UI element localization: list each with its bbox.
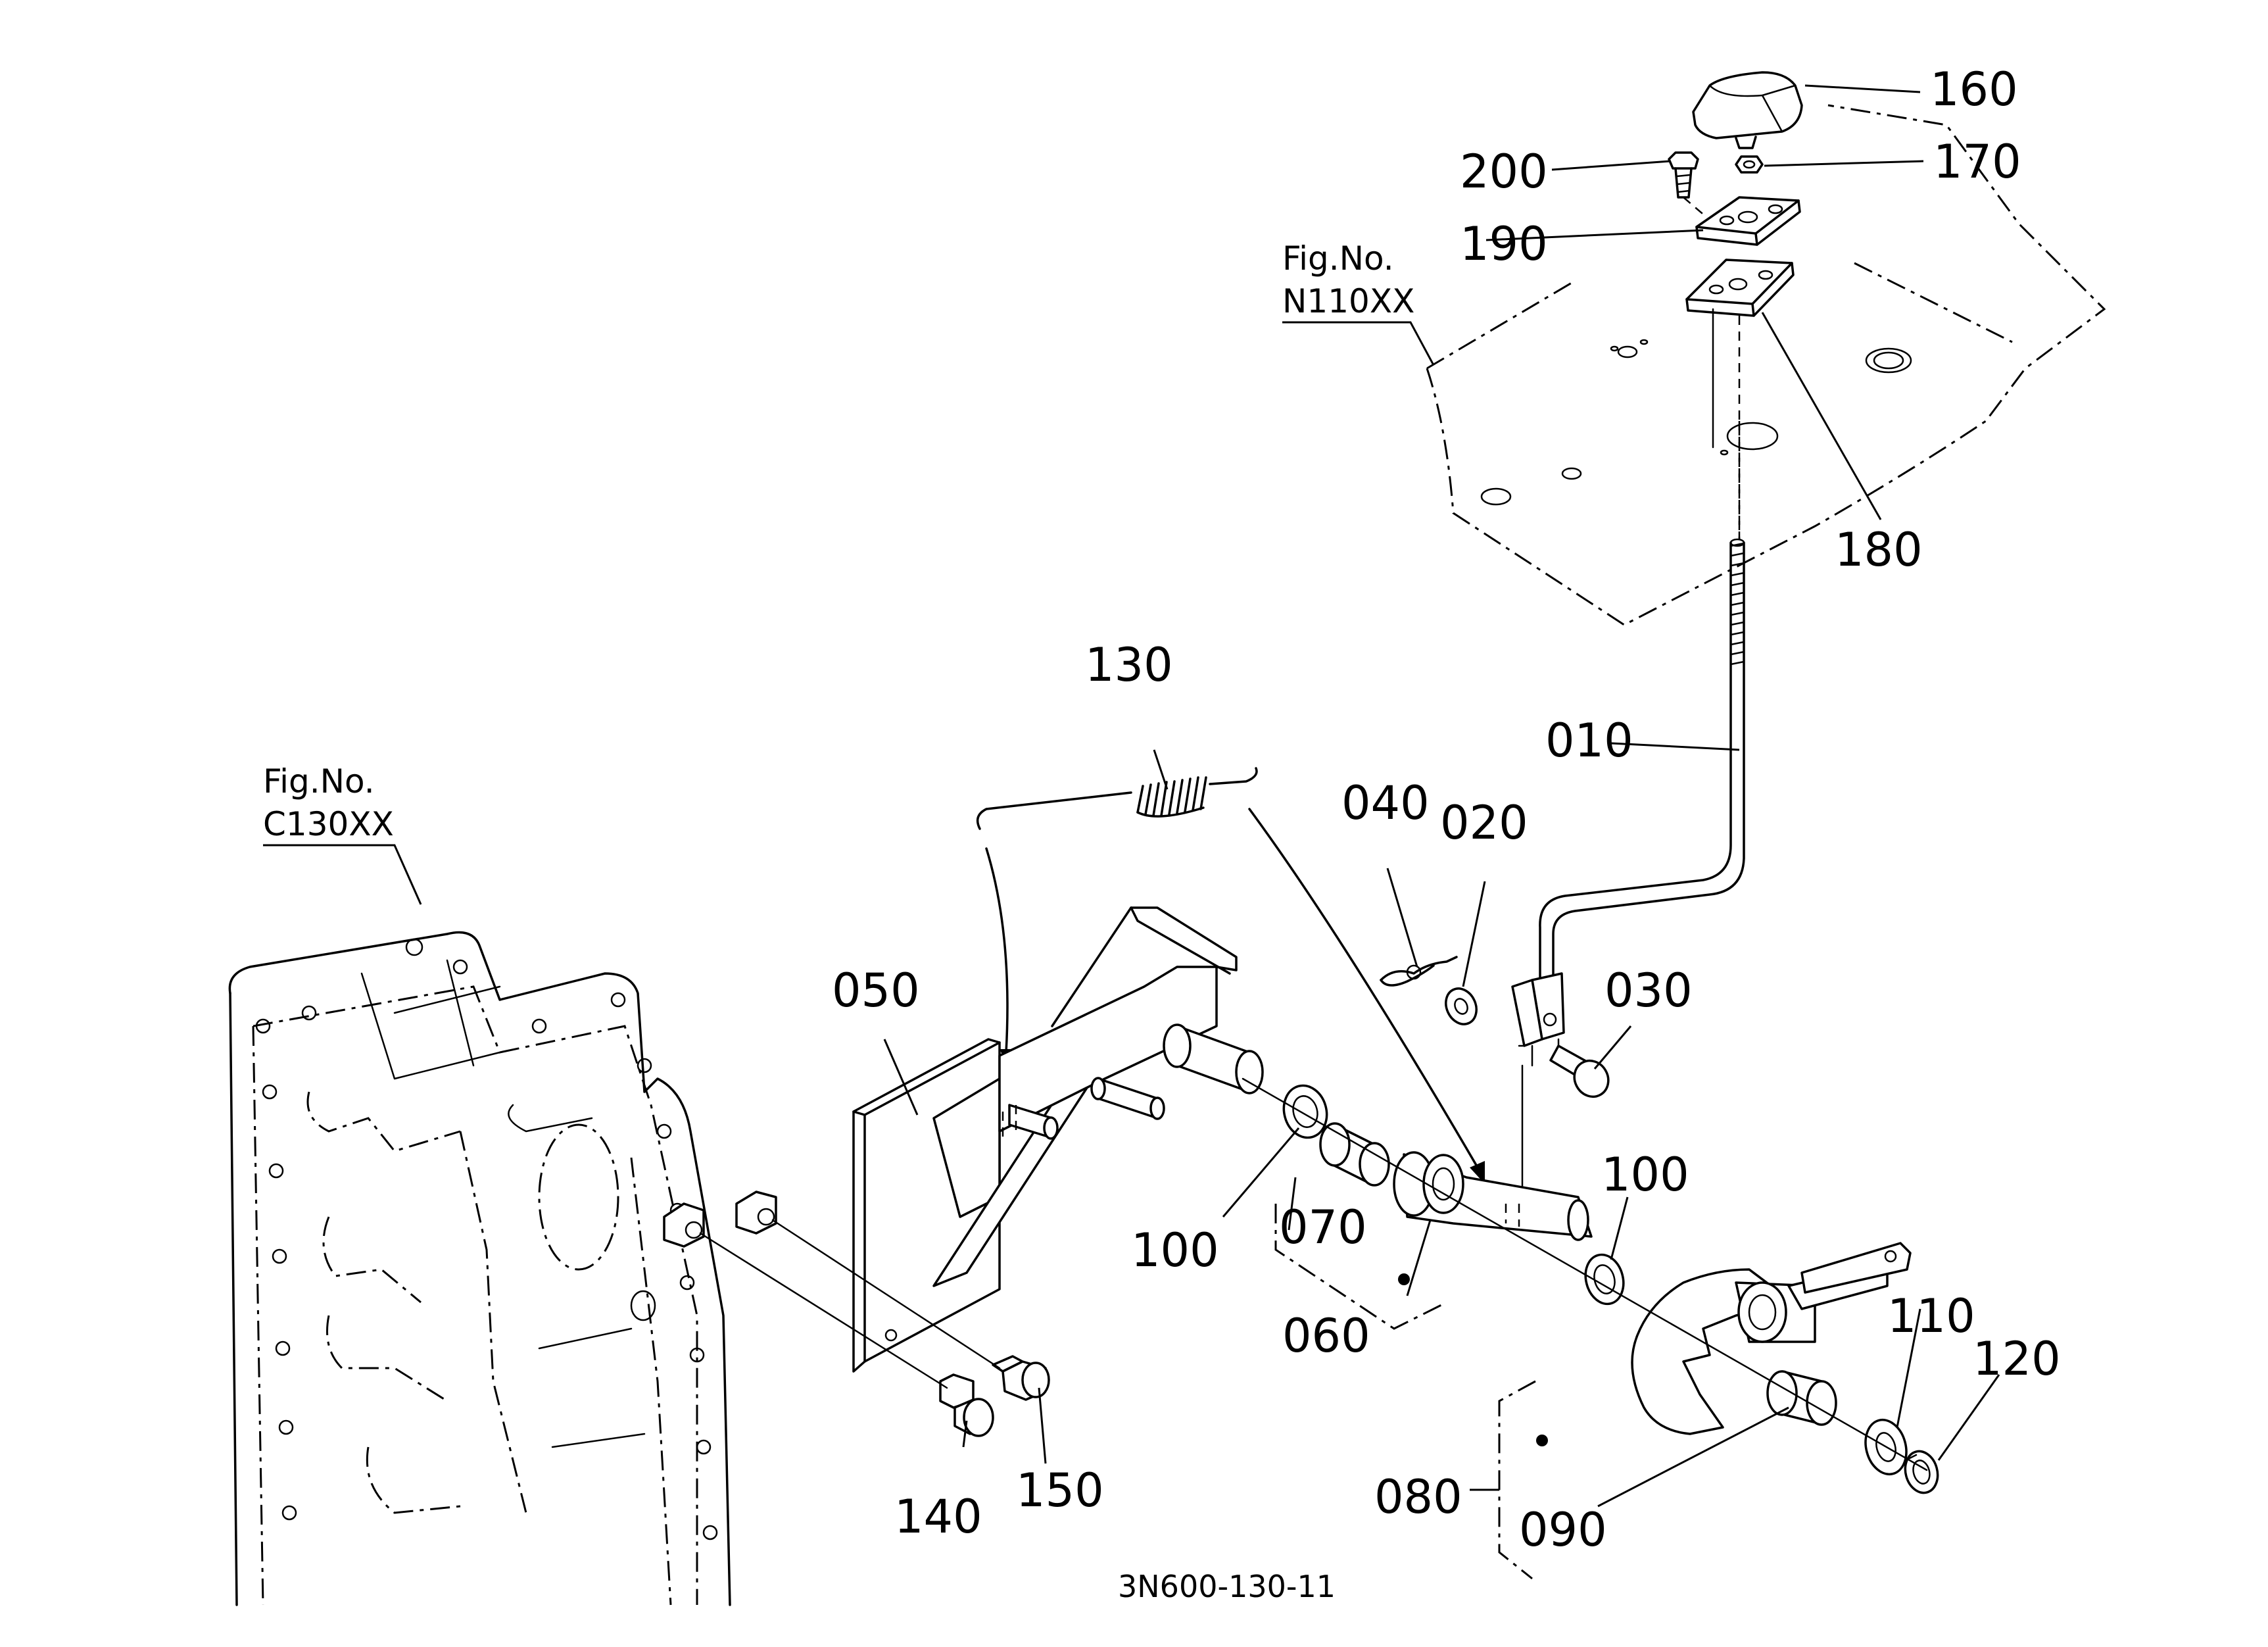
part-label-150: 150 <box>1016 1463 1104 1517</box>
part-label-200: 200 <box>1460 145 1548 199</box>
part-label-110: 110 <box>1887 1289 1975 1343</box>
group-060-bracket <box>1274 1204 1447 1330</box>
figure-ref-c130-marks <box>263 844 422 905</box>
part-label-070: 070 <box>1279 1200 1367 1254</box>
bracket-050 <box>852 906 1264 1373</box>
bushing-070 <box>1319 1122 1390 1187</box>
group-080-bracket <box>1498 1380 1536 1580</box>
cam-080 <box>1631 1242 1912 1435</box>
rod-010 <box>1539 538 1745 981</box>
bolt-200 <box>1668 151 1707 218</box>
arm-060 <box>1393 1151 1593 1241</box>
part-label-010: 010 <box>1545 714 1633 768</box>
floor-plate-outline <box>1426 104 2106 626</box>
plate-190 <box>1695 196 1801 246</box>
figure-ref-n110-line1: Fig.No. <box>1282 239 1394 278</box>
part-label-140: 140 <box>894 1490 982 1544</box>
part-label-120: 120 <box>1973 1332 2061 1386</box>
spring-130 <box>976 767 1258 830</box>
part-label-020: 020 <box>1440 796 1528 850</box>
figure-ref-n110-line2: N110XX <box>1282 282 1414 320</box>
part-label-090: 090 <box>1519 1503 1607 1557</box>
figure-ref-c130-line1: Fig.No. <box>263 762 375 800</box>
figure-ref-n110-marks <box>1282 321 1435 366</box>
nut-170 <box>1735 155 1764 174</box>
bolt-150 <box>992 1355 1050 1401</box>
part-label-080: 080 <box>1374 1470 1462 1524</box>
spring-arrow-right <box>1248 808 1481 1172</box>
leader-lines <box>883 84 2000 1508</box>
part-label-100a: 100 <box>1131 1223 1219 1277</box>
transmission-housing <box>228 931 1001 1606</box>
part-label-190: 190 <box>1460 217 1548 271</box>
part-label-060: 060 <box>1282 1309 1370 1363</box>
part-label-170: 170 <box>1933 135 2021 189</box>
knob-160 <box>1692 71 1803 149</box>
part-label-160: 160 <box>1930 62 2018 116</box>
part-label-100b: 100 <box>1601 1148 1689 1202</box>
bolt-140 <box>939 1373 994 1437</box>
spring-arrow-left <box>985 847 1009 1054</box>
figure-ref-c130-line2: C130XX <box>263 805 394 843</box>
washer-020 <box>1445 987 1478 1025</box>
part-label-130: 130 <box>1085 638 1173 692</box>
washer-100a <box>1282 1084 1328 1139</box>
part-label-040: 040 <box>1341 776 1430 830</box>
part-label-050: 050 <box>832 964 920 1018</box>
pin-030 <box>1549 1045 1610 1098</box>
part-label-180: 180 <box>1835 523 1923 577</box>
washer-100b <box>1584 1253 1625 1306</box>
plate-180 <box>1685 258 1795 317</box>
drawing-number: 3N600-130-11 <box>1118 1569 1336 1604</box>
clip-040 <box>1380 956 1458 987</box>
part-label-030: 030 <box>1604 964 1693 1018</box>
